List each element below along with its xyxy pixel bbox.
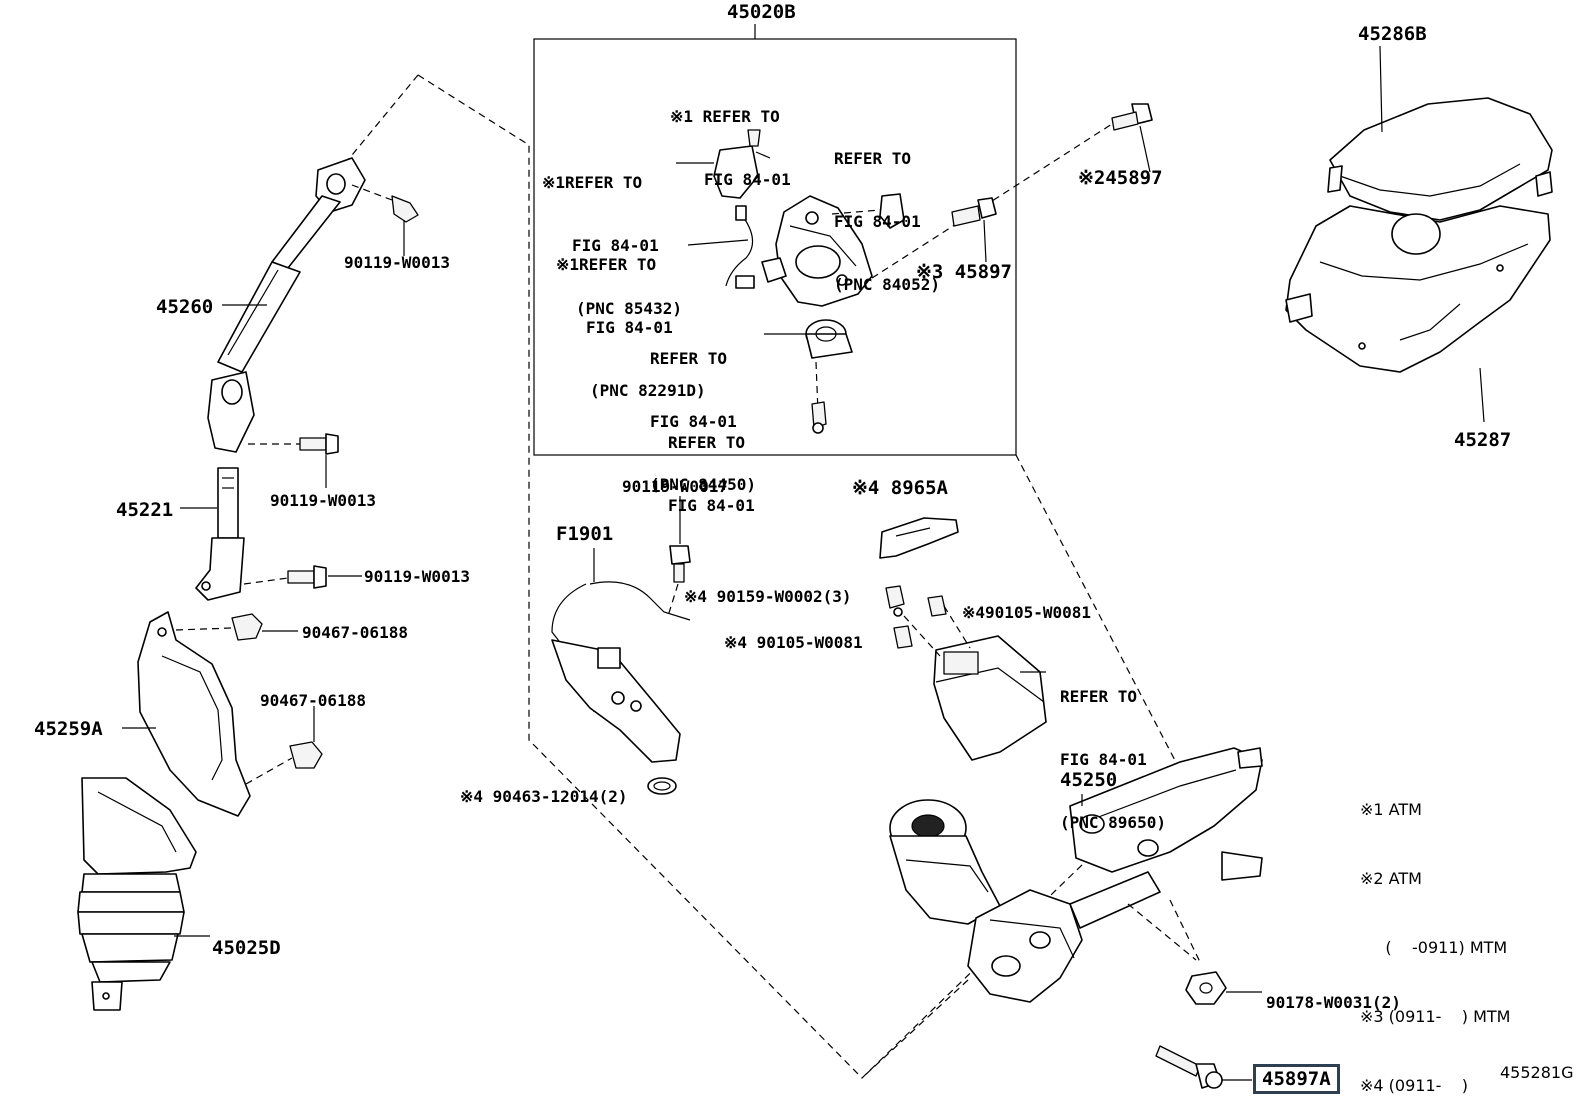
refer-line: FIG 84-01 [1060,750,1147,769]
refer-line: (PNC 84052) [834,275,940,294]
refer-block-3: REFER TO FIG 84-01 (PNC 84052) [834,106,940,316]
refer-line: ※1REFER TO [542,173,643,192]
assembly-outline [417,74,1181,1079]
group-box-45020B [533,38,1017,456]
label-90105-a: ※490105-W0081 [962,603,1091,622]
refer-block-4: ※1REFER TO FIG 84-01 (PNC 82291D) [556,212,706,422]
refer-block-6: REFER TO FIG 84-01 [668,390,755,537]
refer-line: REFER TO [650,349,728,368]
bolt-90119-a [351,184,419,223]
cylinder-housing [761,195,873,307]
main-shaft-45221 [195,467,245,601]
bolt-90119-b [248,433,339,455]
label-45287: 45287 [1454,429,1512,451]
label-45897-3: ※3 45897 [916,261,1012,283]
legend-line: ※4 (0911- ) [1360,1076,1468,1095]
legend-line: ※1 ATM [1360,800,1422,819]
label-90178: 90178-W0031(2) [1266,993,1401,1012]
refer-block-7: REFER TO FIG 84-01 (PNC 89650) [1060,644,1166,854]
refer-line: (PNC 82291D) [590,381,706,400]
screw-lower [811,401,827,434]
label-90119-b: 90119-W0013 [270,491,376,510]
refer-line: (PNC 84450) [650,475,756,494]
refer-line: FIG 84-01 [586,318,673,337]
column-gearbox [967,871,1161,1003]
assist-motor [889,799,1001,925]
refer-line: REFER TO [1060,687,1138,706]
bolt-45897A [1155,1045,1223,1089]
refer-line: FIG 84-01 [834,212,921,231]
label-45260: 45260 [156,296,214,318]
refer-block-5: REFER TO FIG 84-01 (PNC 84450) [650,306,756,516]
refer-line: ※1REFER TO [556,255,657,274]
column-assembly-45250 [1069,747,1263,881]
label-45221: 45221 [116,499,174,521]
column-cover-lower-45287 [1285,205,1551,373]
refer-line: REFER TO [834,149,912,168]
ecu-89650 [903,605,1047,761]
label-45286B: 45286B [1358,23,1427,45]
legend-line: ( -0911) MTM [1360,938,1508,957]
label-90463: ※4 90463-12014(2) [460,787,628,806]
bolt-45897-3 [951,197,997,227]
refer-line: FIG 84-01 [572,236,659,255]
refer-block-1: ※1 REFER TO FIG 84-01 [670,64,791,211]
refer-line: FIG 84-01 [704,170,791,189]
clip-84052 [831,193,905,229]
bolt-90119-d [667,545,691,617]
nut-90178 [1185,971,1227,1005]
boot-45025D [77,777,197,1011]
label-90119-c: 90119-W0013 [364,567,470,586]
bracket-8965A [879,517,959,559]
legend-line: ※3 (0911- ) MTM [1360,1007,1511,1026]
label-90119-d: 90119-W0017 [622,477,728,496]
figure-number: 455281G [1500,1063,1574,1082]
label-90105-b: ※4 90105-W0081 [724,633,863,652]
refer-line: (PNC 89650) [1060,813,1166,832]
label-90159: ※4 90159-W0002(3) [684,587,852,606]
label-90119-a: 90119-W0013 [344,253,450,272]
clip-90467-b [289,741,323,769]
switch-85432 [676,129,771,199]
label-45897A: 45897A [1253,1064,1340,1094]
column-cover-upper-45286B [1327,97,1553,221]
harness-82291D [687,205,755,289]
label-90467-b: 90467-06188 [260,691,366,710]
refer-line: (PNC 85432) [576,299,682,318]
label-8965A: ※4 8965A [852,477,948,499]
refer-line: ※1 REFER TO [670,107,780,126]
clip-90467-a [231,613,263,641]
cover-45259A [137,611,293,817]
label-F1901: F1901 [556,523,614,545]
label-45259A: 45259A [34,718,103,740]
label-45250: 45250 [1060,769,1118,791]
clip-90463 [647,777,677,795]
bolt-90119-c [243,565,327,589]
refer-block-2: ※1REFER TO FIG 84-01 (PNC 85432) [542,130,682,340]
refer-line: FIG 84-01 [668,496,755,515]
label-45025D: 45025D [212,937,281,959]
label-45020B: 45020B [727,1,796,23]
bolt-45897-2 [871,103,1153,279]
refer-line: REFER TO [668,433,746,452]
refer-line: FIG 84-01 [650,412,737,431]
intermediate-shaft-45260 [207,157,366,453]
screw-90105-a [927,595,947,617]
label-45897-2: ※245897 [1078,167,1163,189]
legend: ※1 ATM ※2 ATM ( -0911) MTM ※3 (0911- ) M… [1360,752,1510,1099]
harness-F1901 [551,548,691,763]
switch-84450 [764,319,853,413]
label-90467-a: 90467-06188 [302,623,408,642]
screw-90105-b [893,625,913,649]
legend-line: ※2 ATM [1360,869,1422,888]
screw-90159 [885,585,905,617]
